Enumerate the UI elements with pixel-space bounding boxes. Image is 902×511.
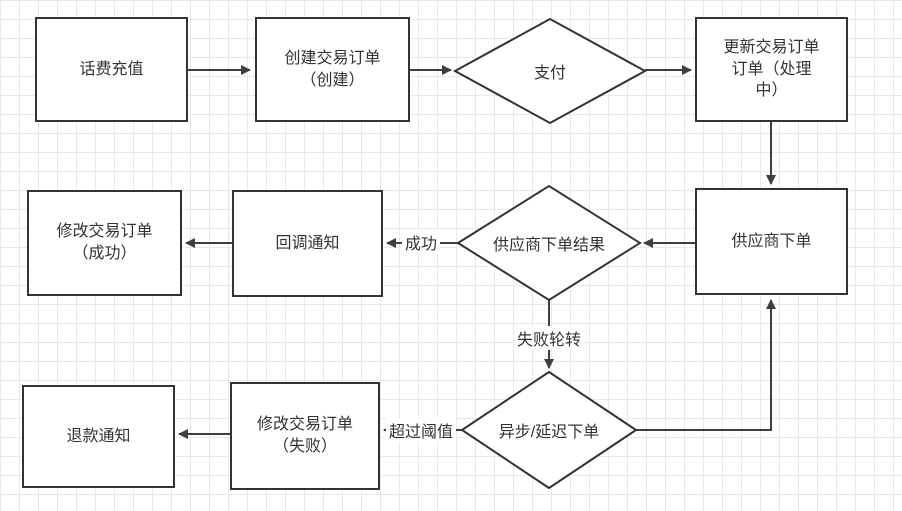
node-refund-label: 退款通知 [66,427,131,445]
node-create-order[interactable]: 创建交易订单 （创建） [255,17,410,122]
node-callback-label: 回调通知 [275,234,340,252]
node-pay-label: 支付 [533,65,567,82]
node-supplier-order-label: 供应商下单 [731,232,812,250]
node-update-order-label: 更新交易订单 订单（处理 中） [723,39,820,100]
node-pay-diamond[interactable] [452,17,648,125]
node-recharge-label: 话费充值 [79,60,144,78]
node-supplier-result-label: 供应商下单结果 [492,237,606,254]
edge-async-delay-to-supplier-order[interactable] [636,299,776,431]
node-supplier-result-diamond[interactable] [456,184,642,302]
node-create-order-label: 创建交易订单 （创建） [284,49,381,89]
node-supplier-order[interactable]: 供应商下单 [695,188,848,295]
node-modify-fail[interactable]: 修改交易订单 （失败） [230,382,380,490]
node-async-delay-diamond[interactable] [460,370,638,490]
edge-label-over-threshold: 超过阈值 [385,418,457,442]
node-modify-success[interactable]: 修改交易订单 （成功） [27,190,182,296]
node-modify-success-label: 修改交易订单 （成功） [56,223,153,262]
node-modify-fail-label: 修改交易订单 （失败） [256,416,353,455]
node-refund[interactable]: 退款通知 [22,385,175,488]
edge-label-success: 成功 [401,230,441,254]
node-recharge[interactable]: 话费充值 [35,17,188,122]
node-update-order[interactable]: 更新交易订单 订单（处理 中） [695,17,848,122]
node-async-delay-label: 异步/延迟下单 [498,424,600,441]
edge-label-fail-rotate: 失败轮转 [513,326,585,350]
node-callback[interactable]: 回调通知 [232,190,383,297]
